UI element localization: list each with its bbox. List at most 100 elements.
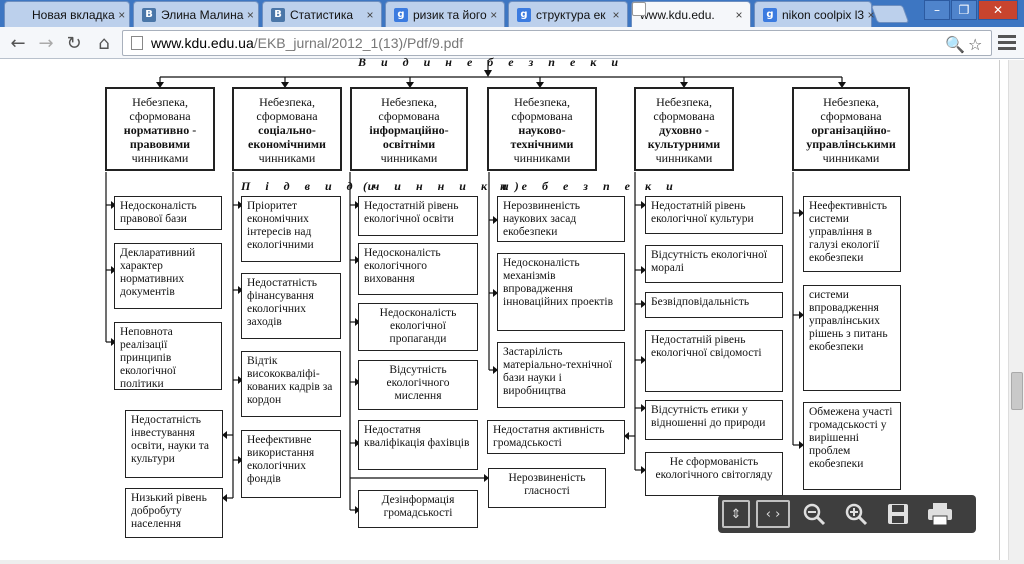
head-info-educational: Небезпека, сформована інформаційно-освіт… (350, 87, 468, 171)
close-icon[interactable]: × (366, 7, 374, 22)
col3-item: Недосконалість екологічної пропаганди (358, 303, 478, 351)
tab-struktura[interactable]: g структура ек × (508, 1, 628, 27)
bookmark-star-icon[interactable]: ☆ (968, 35, 983, 54)
reload-button[interactable]: ↻ (66, 32, 82, 54)
head-pre: Небезпека, сформована (653, 95, 715, 123)
subtitle-subtypes: П і д в и д и (241, 179, 381, 193)
col1-item: Декларативний характер нормативних докум… (114, 243, 222, 309)
zoom-out-button[interactable] (796, 499, 832, 529)
tab-title: Элина Малина (161, 7, 244, 22)
head-socio-economic: Небезпека, сформована соціально-економіч… (232, 87, 342, 171)
col6-item: Обмежена участі громадськості у вирішенн… (803, 402, 901, 490)
head-bold: науково-технічними (510, 123, 574, 151)
tab-elina[interactable]: B Элина Малина × (133, 1, 259, 27)
zoom-in-button[interactable] (838, 499, 874, 529)
tab-kdu-active[interactable]: www.kdu.edu. × (631, 1, 751, 28)
col1-item: Недостатність інвестування освіти, науки… (125, 410, 223, 478)
fit-width-button[interactable]: ‹ › (756, 500, 790, 528)
col2-item: Неефективне використання екологічних фон… (241, 430, 341, 498)
close-icon[interactable]: × (118, 7, 126, 22)
address-bar[interactable]: www.kdu.edu.ua/EKB_jurnal/2012_1(13)/Pdf… (122, 30, 992, 56)
tab-title: ризик та його (413, 7, 487, 22)
tab-title: Статистика (290, 7, 354, 22)
close-window-button[interactable]: ✕ (978, 0, 1018, 20)
fit-page-button[interactable]: ⇕ (722, 500, 750, 528)
col3-item: Відсутність екологічного мислення (358, 360, 478, 410)
head-post: чинниками (655, 151, 713, 165)
save-button[interactable] (880, 499, 916, 529)
col3-item: Недосконалість екологічного виховання (358, 243, 478, 295)
head-pre: Небезпека, сформована (129, 95, 191, 123)
diagram-connectors (105, 60, 846, 514)
head-pre: Небезпека, сформована (820, 95, 882, 123)
tab-ryzyk[interactable]: g ризик та його × (385, 1, 505, 27)
vk-icon: B (142, 7, 156, 22)
print-icon (928, 503, 952, 526)
col5-item: Відсутність етики у відношенні до природ… (645, 400, 783, 440)
head-sci-tech: Небезпека, сформована науково-технічними… (487, 87, 597, 171)
back-button[interactable]: ← (10, 32, 26, 54)
head-post: чинниками (822, 151, 880, 165)
col4-item: Нерозвиненість наукових засад екобезпеки (497, 196, 625, 242)
tab-title: nikon coolpix l3 (782, 7, 865, 22)
close-icon[interactable]: × (246, 7, 254, 22)
head-bold: духовно - культурними (647, 123, 721, 151)
head-org-management: Небезпека, сформована організаційно-упра… (792, 87, 910, 171)
menu-icon[interactable] (998, 35, 1016, 53)
google-icon: g (517, 7, 531, 22)
head-pre: Небезпека, сформована (511, 95, 573, 123)
minimize-button[interactable]: – (924, 0, 950, 20)
close-icon[interactable]: × (612, 7, 620, 22)
url-path: /EKB_jurnal/2012_1(13)/Pdf/9.pdf (253, 35, 464, 51)
home-button[interactable]: ⌂ (98, 32, 110, 54)
col1-item: Низький рівень добробуту населення (125, 488, 223, 538)
col6-item: системи впровадження управлінських рішен… (803, 285, 901, 391)
google-icon: g (394, 7, 408, 22)
tab-strip: Новая вкладка × B Элина Малина × B Стати… (0, 0, 1024, 28)
forward-button[interactable]: → (38, 32, 54, 54)
zoom-icon[interactable]: 🔍 (945, 35, 965, 54)
tab-title: Новая вкладка (32, 7, 115, 22)
tab-statistics[interactable]: B Статистика × (262, 1, 382, 27)
col4-item: Нерозвиненість гласності (488, 468, 606, 508)
new-tab-button[interactable] (870, 5, 910, 23)
zoom-out-icon (803, 503, 826, 526)
head-spiritual-cultural: Небезпека, сформована духовно - культурн… (634, 87, 734, 171)
col3-item: Недостатня кваліфікація фахівців (358, 420, 478, 470)
page-icon (131, 36, 143, 50)
tab-title: структура ек (536, 7, 606, 22)
col5-item: Недостатній рівень екологічної культури (645, 196, 783, 234)
head-pre: Небезпека, сформована (256, 95, 318, 123)
head-post: чинниками (513, 151, 571, 165)
col5-item: Не сформованість екологічного світогляду (645, 452, 783, 496)
head-normative: Небезпека, сформована нормативно - право… (105, 87, 215, 171)
col5-item: Відсутність екологічної моралі (645, 245, 783, 283)
close-icon[interactable]: × (867, 7, 875, 22)
google-icon: g (763, 7, 777, 22)
close-icon[interactable]: × (735, 8, 743, 22)
tab-nikon[interactable]: g nikon coolpix l3 × (754, 1, 875, 27)
vk-icon: B (271, 7, 285, 22)
col2-item: Відтік висококваліфі-кованих кадрів за к… (241, 351, 341, 417)
pdf-toolbar: ⇕ ‹ › (718, 495, 976, 533)
col4-item: Недостатня активність громадськості (487, 420, 625, 454)
pdf-page: В и д и н е б е з п е к и Небезпека, сфо… (0, 55, 1000, 560)
vertical-scrollbar[interactable] (1008, 60, 1024, 560)
print-button[interactable] (922, 499, 958, 529)
head-post: чинниками (380, 151, 438, 165)
page-icon (632, 2, 646, 16)
tab-new-tab[interactable]: Новая вкладка × (4, 1, 130, 27)
head-bold: соціально-економічними (248, 123, 326, 151)
close-icon[interactable]: × (490, 7, 498, 22)
head-bold: організаційно-управлінськими (806, 123, 896, 151)
blank-page-icon (13, 8, 27, 22)
head-post: чинниками (258, 151, 316, 165)
maximize-button[interactable]: ❐ (951, 0, 977, 20)
col3-item: Дезінформація громадськості (358, 490, 478, 528)
bottom-strip (0, 560, 1024, 564)
save-icon (888, 504, 908, 524)
col6-item: Неефективність системи управління в галу… (803, 196, 901, 272)
url-host: www.kdu.edu.ua (151, 35, 254, 51)
scrollbar-thumb[interactable] (1011, 372, 1023, 410)
subtitle-dangers: н е б е з п е к и (500, 179, 679, 193)
